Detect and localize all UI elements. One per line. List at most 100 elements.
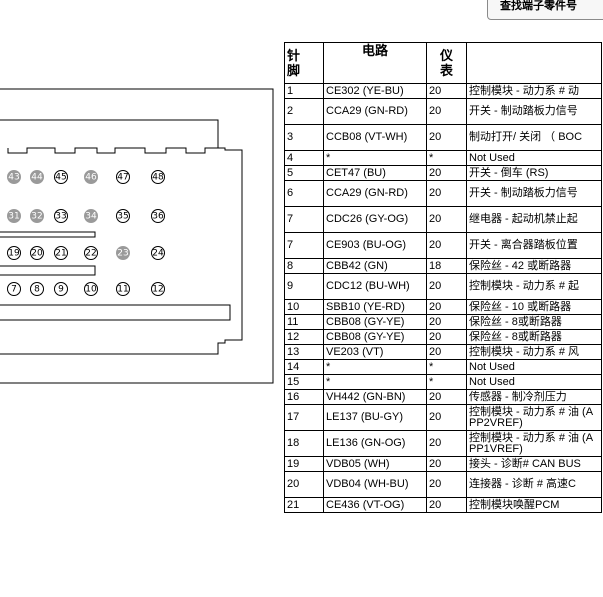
cell-description: 控制模块 - 动力系 # 动 bbox=[466, 83, 602, 99]
connector-pin-label: 20 bbox=[31, 249, 43, 259]
cell-description: 控制模块唤醒PCM bbox=[466, 497, 602, 513]
cell-pin: 4 bbox=[284, 150, 324, 166]
connector-pin-label: 19 bbox=[8, 249, 20, 259]
cell-circuit: VH442 (GN-BN) bbox=[323, 389, 427, 405]
cell-description: 继电器 - 起动机禁止起 bbox=[466, 206, 602, 233]
connector-latch-notches bbox=[7, 147, 218, 154]
header-circuit: 电路 bbox=[323, 42, 427, 84]
cell-pin: 6 bbox=[284, 180, 324, 207]
find-terminal-part-number-button[interactable]: 查找端子零件号 bbox=[487, 0, 603, 20]
connector-pin-label: 34 bbox=[85, 212, 97, 222]
connector-pin-11: 11 bbox=[116, 282, 130, 296]
cell-circuit: CBB42 (GN) bbox=[323, 258, 427, 274]
cell-gauge: 20 bbox=[426, 232, 467, 259]
connector-pin-22: 22 bbox=[84, 246, 98, 260]
cell-pin: 5 bbox=[284, 165, 324, 181]
cell-circuit: * bbox=[323, 374, 427, 390]
cell-description: Not Used bbox=[466, 374, 602, 390]
cell-gauge: 20 bbox=[426, 471, 467, 498]
cell-circuit: LE137 (BU-GY) bbox=[323, 404, 427, 431]
cell-gauge: 20 bbox=[426, 497, 467, 513]
cell-circuit: CDC12 (BU-WH) bbox=[323, 273, 427, 300]
connector-pin-label: 8 bbox=[34, 285, 40, 295]
cell-description: 控制模块 - 动力系 # 油 (APP2VREF) bbox=[466, 404, 602, 431]
cell-pin: 11 bbox=[284, 314, 324, 330]
connector-pin-label: 9 bbox=[58, 285, 64, 295]
cell-description: 控制模块 - 动力系 # 油 (APP1VREF) bbox=[466, 430, 602, 457]
cell-circuit: CE903 (BU-OG) bbox=[323, 232, 427, 259]
header-description bbox=[466, 42, 602, 84]
connector-pin-33: 33 bbox=[54, 209, 68, 223]
cell-gauge: * bbox=[426, 374, 467, 390]
cell-circuit: LE136 (GN-OG) bbox=[323, 430, 427, 457]
connector-pin-label: 32 bbox=[31, 212, 42, 222]
connector-pin-12: 12 bbox=[151, 282, 165, 296]
connector-pin-label: 47 bbox=[117, 173, 128, 183]
connector-pin-label: 43 bbox=[8, 173, 19, 183]
cell-gauge: 20 bbox=[426, 98, 467, 125]
find-terminal-part-number-label: 查找端子零件号 bbox=[500, 0, 577, 12]
cell-circuit: CBB08 (GY-YE) bbox=[323, 329, 427, 345]
cell-description: 接头 - 诊断# CAN BUS bbox=[466, 456, 602, 472]
cell-gauge: 20 bbox=[426, 389, 467, 405]
cell-description: 开关 - 制动踏板力信号 bbox=[466, 98, 602, 125]
cell-gauge: 20 bbox=[426, 124, 467, 151]
cell-description: 传感器 - 制冷剂压力 bbox=[466, 389, 602, 405]
cell-gauge: 20 bbox=[426, 299, 467, 315]
connector-pin-46: 46 bbox=[84, 170, 98, 184]
connector-pin-8: 8 bbox=[30, 282, 44, 296]
cell-pin: 18 bbox=[284, 430, 324, 457]
cell-circuit: CCB08 (VT-WH) bbox=[323, 124, 427, 151]
cell-circuit: CET47 (BU) bbox=[323, 165, 427, 181]
connector-key-bar-1 bbox=[0, 231, 96, 238]
cell-pin: 7 bbox=[284, 206, 324, 233]
connector-pin-label: 23 bbox=[117, 249, 128, 259]
connector-pin-31: 31 bbox=[7, 209, 21, 223]
connector-pin-label: 46 bbox=[85, 173, 97, 183]
cell-pin: 1 bbox=[284, 83, 324, 99]
cell-description: 制动打开/ 关闭 （ BOC bbox=[466, 124, 602, 151]
cell-description: 开关 - 制动踏板力信号 bbox=[466, 180, 602, 207]
connector-pin-label: 21 bbox=[55, 249, 66, 259]
cell-pin: 21 bbox=[284, 497, 324, 513]
connector-pin-24: 24 bbox=[151, 246, 165, 260]
cell-pin: 13 bbox=[284, 344, 324, 360]
connector-pin-label: 12 bbox=[152, 285, 163, 295]
cell-pin: 9 bbox=[284, 273, 324, 300]
connector-pin-label: 31 bbox=[8, 212, 19, 222]
cell-description: 控制模块 - 动力系 # 风 bbox=[466, 344, 602, 360]
connector-pin-43: 43 bbox=[7, 170, 21, 184]
cell-pin: 7 bbox=[284, 232, 324, 259]
cell-description: 连接器 - 诊断 # 高速C bbox=[466, 471, 602, 498]
cell-pin: 10 bbox=[284, 299, 324, 315]
cell-pin: 3 bbox=[284, 124, 324, 151]
cell-description: 开关 - 倒车 (RS) bbox=[466, 165, 602, 181]
connector-outer-frame bbox=[0, 88, 274, 384]
connector-pin-23: 23 bbox=[116, 246, 130, 260]
cell-pin: 14 bbox=[284, 359, 324, 375]
connector-pin-19: 19 bbox=[7, 246, 21, 260]
cell-circuit: * bbox=[323, 150, 427, 166]
cell-gauge: 20 bbox=[426, 180, 467, 207]
cell-circuit: CE302 (YE-BU) bbox=[323, 83, 427, 99]
connector-pin-9: 9 bbox=[54, 282, 68, 296]
cell-circuit: VDB04 (WH-BU) bbox=[323, 471, 427, 498]
connector-pin-label: 44 bbox=[31, 173, 43, 183]
connector-pin-label: 7 bbox=[11, 285, 17, 295]
connector-pin-47: 47 bbox=[116, 170, 130, 184]
connector-key-bar-2 bbox=[0, 265, 96, 276]
cell-gauge: 20 bbox=[426, 456, 467, 472]
connector-pin-21: 21 bbox=[54, 246, 68, 260]
cell-gauge: 20 bbox=[426, 329, 467, 345]
cell-description: 保险丝 - 8或断路器 bbox=[466, 329, 602, 345]
cell-circuit: CCA29 (GN-RD) bbox=[323, 180, 427, 207]
cell-pin: 20 bbox=[284, 471, 324, 498]
